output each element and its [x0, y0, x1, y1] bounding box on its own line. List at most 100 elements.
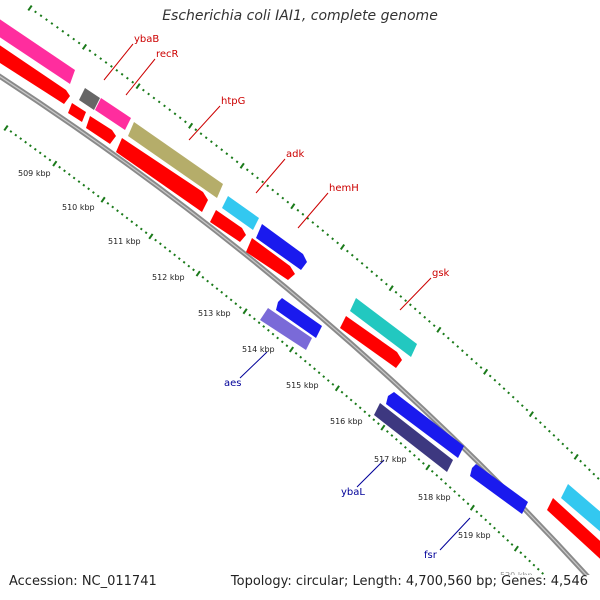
feature-aes-lavender[interactable] — [260, 308, 312, 350]
minor-tick — [372, 418, 376, 422]
gene-label-adk[interactable]: adk — [286, 149, 304, 160]
minor-tick — [528, 559, 531, 563]
feature-cds-7[interactable] — [340, 316, 402, 368]
minor-tick — [413, 307, 417, 311]
feature-cds-3[interactable] — [86, 116, 116, 144]
minor-tick — [510, 543, 514, 546]
minor-tick — [350, 253, 354, 257]
major-tick — [148, 233, 154, 240]
minor-tick — [365, 266, 369, 269]
minor-tick — [380, 278, 383, 282]
minor-tick — [462, 498, 465, 501]
minor-tick — [220, 148, 224, 152]
minor-tick — [159, 242, 162, 246]
minor-tick — [106, 202, 110, 205]
gene-label-recR[interactable]: recR — [156, 49, 179, 60]
minor-tick — [470, 357, 474, 361]
minor-tick — [72, 37, 76, 41]
minor-tick — [66, 33, 70, 37]
gene-labels: ybaB recR htpG adk hemH gsk aes ybaL fsr — [103, 34, 471, 561]
minor-tick — [239, 306, 242, 309]
feature-gsk-teal[interactable] — [350, 298, 417, 357]
major-tick — [195, 270, 201, 277]
minor-tick — [301, 212, 305, 216]
gene-label-htpG[interactable]: htpG — [221, 96, 245, 107]
feature-blue-1[interactable] — [276, 298, 322, 338]
minor-tick — [256, 176, 259, 180]
map-title: Escherichia coli IAI1, complete genome — [162, 8, 438, 24]
minor-tick — [251, 172, 254, 176]
minor-tick — [34, 10, 37, 14]
minor-tick — [187, 264, 191, 268]
minor-tick — [111, 205, 115, 209]
feature-adk-cyan[interactable] — [222, 196, 259, 230]
minor-tick — [399, 442, 403, 445]
tick-label: 513 kbp — [198, 309, 231, 318]
minor-tick — [43, 155, 47, 158]
minor-tick — [501, 534, 505, 538]
major-tick — [27, 4, 33, 12]
feature-cds-5[interactable] — [210, 210, 246, 242]
minor-tick — [168, 249, 172, 253]
minor-tick — [552, 434, 556, 437]
feature-cds-1[interactable] — [0, 40, 70, 104]
feature-cds-6[interactable] — [246, 238, 295, 280]
gene-label-fsr[interactable]: fsr — [424, 550, 438, 561]
minor-tick — [201, 275, 205, 279]
minor-tick — [386, 430, 389, 433]
minor-tick — [394, 290, 398, 294]
minor-tick — [311, 221, 315, 224]
minor-tick — [120, 72, 124, 76]
minor-tick — [61, 29, 65, 33]
minor-tick — [363, 410, 367, 414]
tick-label: 512 kbp — [152, 273, 185, 282]
feature-right-cds[interactable] — [547, 498, 600, 568]
forward-strand-features — [0, 14, 600, 568]
gene-label-hemH[interactable]: hemH — [329, 183, 359, 194]
gene-leader-line — [356, 459, 385, 488]
minor-tick — [520, 404, 524, 407]
minor-tick — [557, 438, 560, 442]
gene-leader-line — [297, 192, 329, 229]
feature-htpG-olive[interactable] — [128, 122, 223, 198]
minor-tick — [99, 57, 103, 60]
minor-tick — [525, 408, 529, 412]
minor-tick — [409, 303, 412, 307]
feature-recR-pink[interactable] — [95, 98, 131, 130]
minor-tick — [131, 80, 135, 84]
feature-ybaB-pink[interactable] — [0, 14, 75, 84]
feature-right-cyan[interactable] — [561, 484, 600, 540]
minor-tick — [194, 128, 198, 132]
minor-tick — [115, 69, 119, 72]
gene-label-ybaL[interactable]: ybaL — [341, 487, 365, 498]
minor-tick — [404, 299, 407, 302]
feature-hemH-blue[interactable] — [256, 224, 307, 270]
gene-label-aes[interactable]: aes — [224, 378, 242, 389]
gene-label-ybaB[interactable]: ybaB — [134, 34, 159, 45]
tick-label: 516 kbp — [330, 417, 363, 426]
feature-gray-block[interactable] — [79, 88, 100, 110]
minor-tick — [280, 340, 284, 344]
feature-fsr-blue[interactable] — [470, 464, 528, 514]
minor-tick — [331, 237, 334, 241]
feature-cds-2[interactable] — [68, 103, 86, 122]
minor-tick — [67, 173, 71, 176]
tick-label: 519 kbp — [458, 531, 491, 540]
major-tick — [239, 162, 245, 169]
minor-tick — [326, 379, 330, 382]
major-tick — [425, 464, 431, 471]
minor-tick — [316, 225, 320, 228]
minor-tick — [435, 474, 439, 477]
minor-tick — [19, 137, 23, 140]
minor-tick — [39, 14, 43, 18]
minor-tick — [446, 336, 450, 340]
feature-blue-2[interactable] — [386, 392, 464, 458]
reverse-strand-features — [260, 298, 528, 514]
feature-cds-4[interactable] — [116, 138, 208, 212]
minor-tick — [466, 502, 470, 506]
minor-tick — [215, 144, 218, 148]
gene-label-gsk[interactable]: gsk — [432, 268, 450, 279]
minor-tick — [235, 160, 239, 164]
feature-ybaL-navy[interactable] — [374, 403, 453, 472]
major-tick — [380, 424, 386, 431]
